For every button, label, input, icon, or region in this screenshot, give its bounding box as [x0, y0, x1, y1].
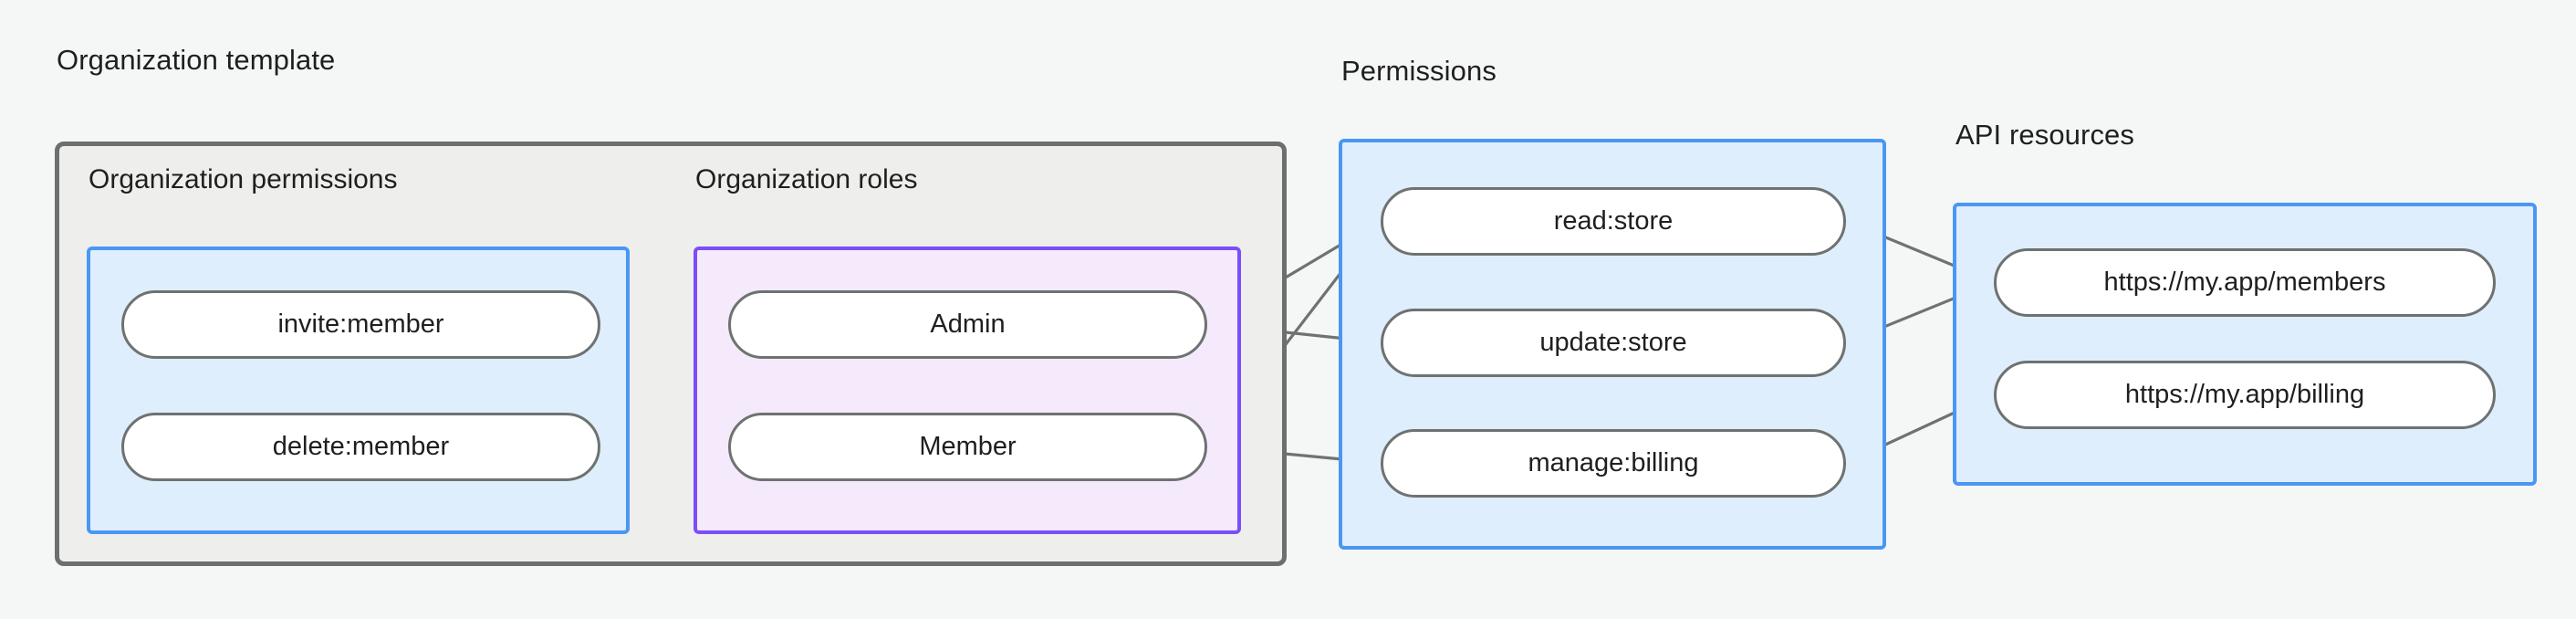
node-member-role[interactable]: Member	[728, 413, 1207, 481]
node-invite-member[interactable]: invite:member	[121, 290, 600, 359]
node-delete-member[interactable]: delete:member	[121, 413, 600, 481]
permissions-label: Permissions	[1341, 55, 1497, 87]
api-resources-container	[1953, 203, 2537, 486]
api-resources-label: API resources	[1955, 119, 2134, 151]
node-members-url[interactable]: https://my.app/members	[1994, 248, 2496, 317]
node-update-store[interactable]: update:store	[1381, 309, 1846, 377]
node-billing-url[interactable]: https://my.app/billing	[1994, 361, 2496, 429]
organization-template-label: Organization template	[57, 44, 336, 76]
node-admin-role[interactable]: Admin	[728, 290, 1207, 359]
organization-roles-label: Organization roles	[695, 164, 918, 194]
node-manage-billing[interactable]: manage:billing	[1381, 429, 1846, 498]
node-read-store[interactable]: read:store	[1381, 187, 1846, 256]
organization-permissions-label: Organization permissions	[89, 164, 398, 194]
